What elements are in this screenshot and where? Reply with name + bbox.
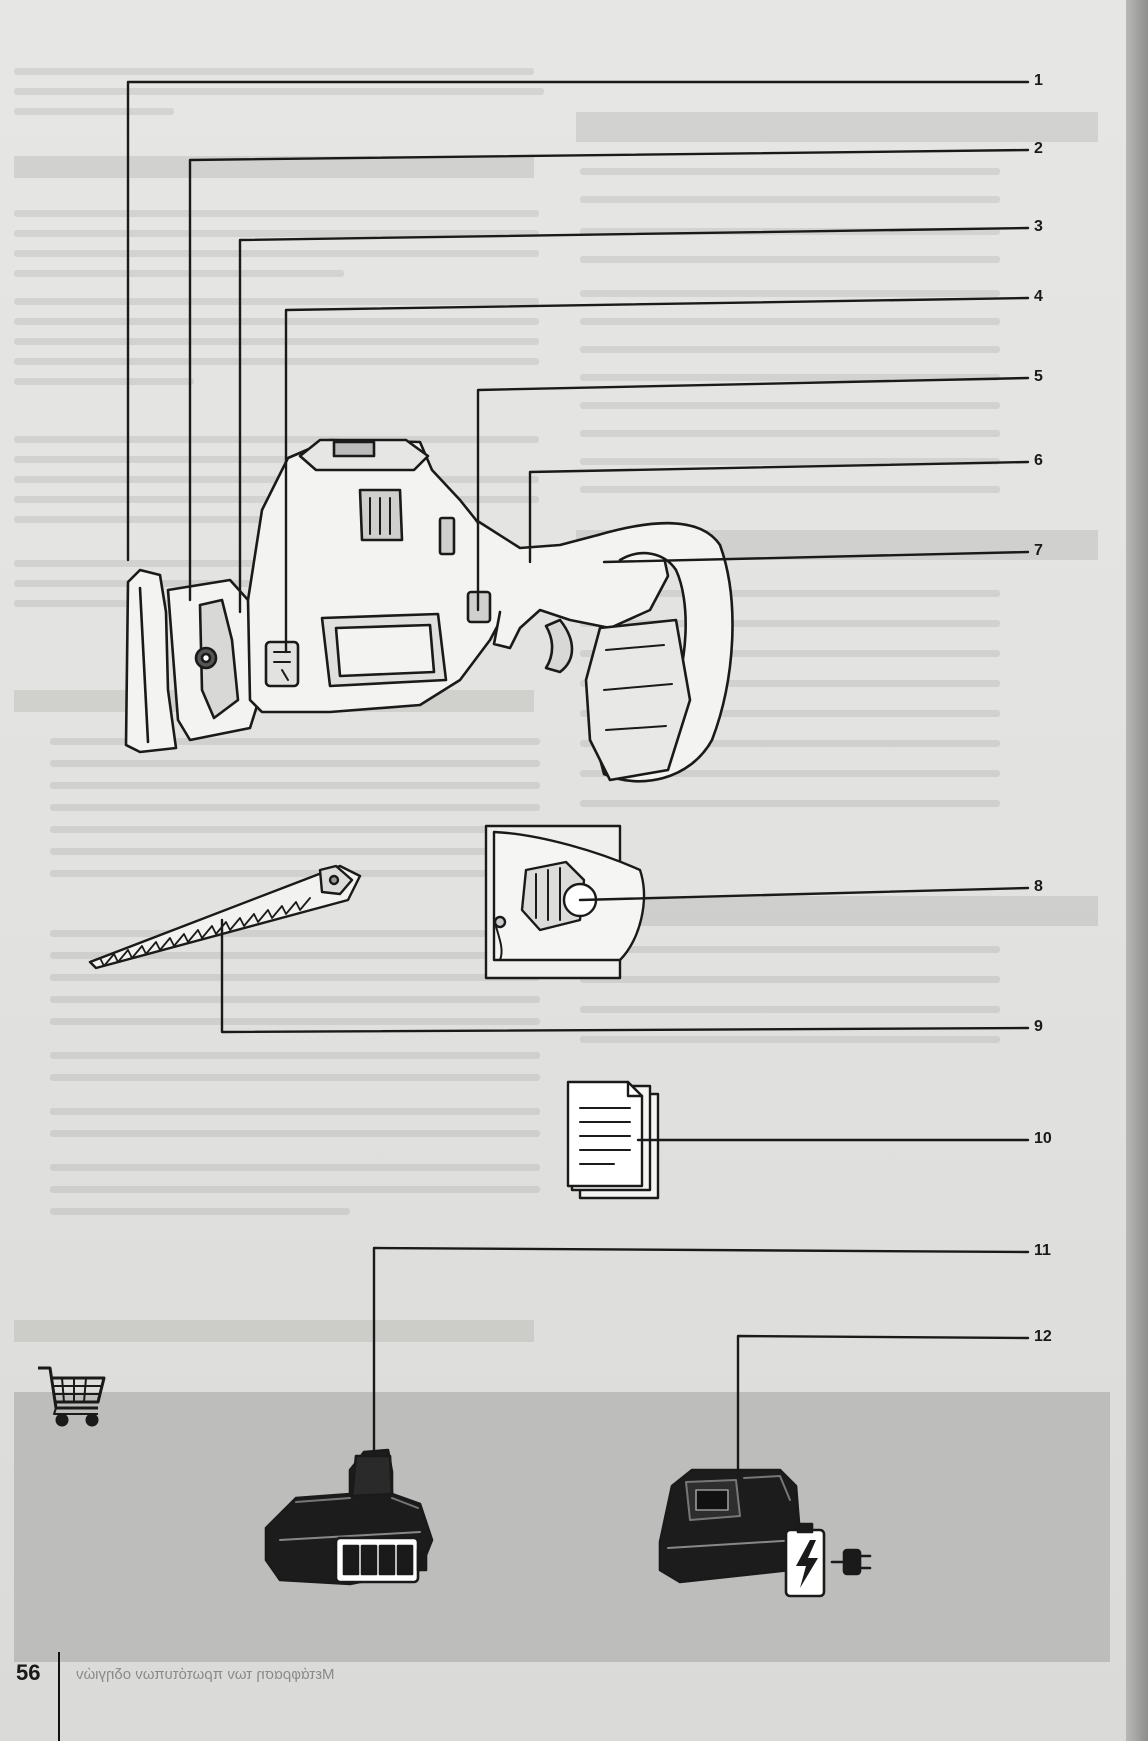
callout-5: 5	[1034, 368, 1043, 385]
callout-3: 3	[1034, 218, 1043, 235]
saw-blade-icon	[88, 864, 362, 970]
battery-level-icon	[334, 1536, 428, 1584]
callout-9: 9	[1034, 1018, 1043, 1035]
callout-7: 7	[1034, 542, 1043, 559]
callout-11: 11	[1034, 1242, 1051, 1259]
page-number: 56	[16, 1660, 41, 1685]
charger-icon	[658, 1468, 802, 1584]
callout-4: 4	[1034, 288, 1043, 305]
callout-6: 6	[1034, 452, 1043, 469]
footer-bleedthrough-text: Μετάφραση των πρωτότυπων οδηγιών	[76, 1666, 335, 1683]
callout-leaders	[126, 80, 1030, 1478]
callout-1: 1	[1034, 72, 1043, 89]
reciprocating-saw-icon	[124, 438, 734, 783]
callout-2: 2	[1034, 140, 1043, 157]
accessories-band	[14, 1392, 1110, 1662]
binding-gutter	[1126, 0, 1148, 1741]
callout-8: 8	[1034, 878, 1043, 895]
plug-icon	[830, 1548, 872, 1576]
page-number-rule	[58, 1652, 60, 1741]
documents-icon	[566, 1080, 660, 1200]
callout-12: 12	[1034, 1328, 1052, 1345]
lightning-icon	[796, 1540, 818, 1588]
callout-10: 10	[1034, 1130, 1052, 1147]
inset-detail	[484, 824, 646, 980]
cart-icon	[38, 1366, 106, 1427]
